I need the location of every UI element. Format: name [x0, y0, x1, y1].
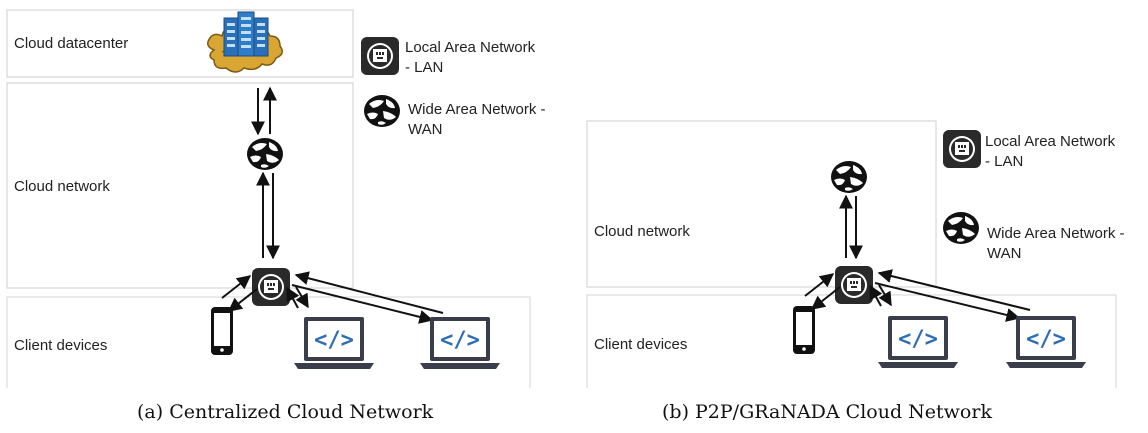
legend-lan-line1: Local Area Network: [985, 133, 1116, 150]
smartphone-icon: [211, 307, 233, 355]
arrow-up: [221, 275, 252, 299]
layer-label-datacenter: Cloud datacenter: [14, 35, 128, 52]
legend-wan-line2: WAN: [408, 121, 442, 138]
caption-b: (b) P2P/GRaNADA Cloud Network: [662, 401, 992, 423]
legend-wan-icon: [943, 212, 979, 244]
legend-wan-line2: WAN: [987, 245, 1021, 262]
arrow-down: [291, 284, 434, 324]
figure-a: Cloud datacenter Cloud network Client de…: [6, 9, 546, 388]
caption-a: (a) Centralized Cloud Network: [137, 401, 434, 423]
laptop-code-icon: [878, 316, 958, 368]
legend-lan-line2: - LAN: [405, 59, 443, 76]
lan-router-icon: [252, 268, 290, 306]
legend-wan-icon: [364, 95, 400, 127]
arrow-up: [804, 273, 835, 297]
arrow-down: [874, 282, 1021, 322]
wan-globe-icon: [831, 161, 867, 193]
arrow-down: [295, 286, 309, 309]
arrow-down: [878, 284, 892, 307]
laptop-code-icon: [420, 317, 500, 369]
arrow-up: [294, 271, 444, 314]
layer-label-network: Cloud network: [14, 178, 110, 195]
legend-lan-line1: Local Area Network: [405, 39, 536, 56]
legend-wan-line1: Wide Area Network -: [408, 101, 546, 118]
laptop-code-icon: [1006, 316, 1086, 368]
smartphone-icon: [793, 306, 815, 354]
legend-lan-line2: - LAN: [985, 153, 1023, 170]
arrow-up: [877, 269, 1031, 311]
legend-lan-icon: [361, 37, 399, 75]
wan-globe-icon: [247, 138, 283, 170]
arrow-down: [227, 288, 258, 312]
layer-label-network: Cloud network: [594, 223, 690, 240]
layer-label-clients: Client devices: [594, 336, 687, 353]
legend-wan-line1: Wide Area Network -: [987, 225, 1125, 242]
arrow-down: [810, 286, 841, 310]
layer-network-box: [586, 120, 937, 288]
lan-router-icon: [835, 266, 873, 304]
layer-datacenter-box: [6, 9, 354, 78]
server-cloud-icon: [207, 11, 283, 73]
legend-lan-icon: [943, 130, 981, 168]
figure-b: Cloud network Client devices Local Area …: [586, 120, 1125, 388]
layer-network-box: [6, 82, 354, 289]
laptop-code-icon: [294, 317, 374, 369]
layer-label-clients: Client devices: [14, 337, 107, 354]
